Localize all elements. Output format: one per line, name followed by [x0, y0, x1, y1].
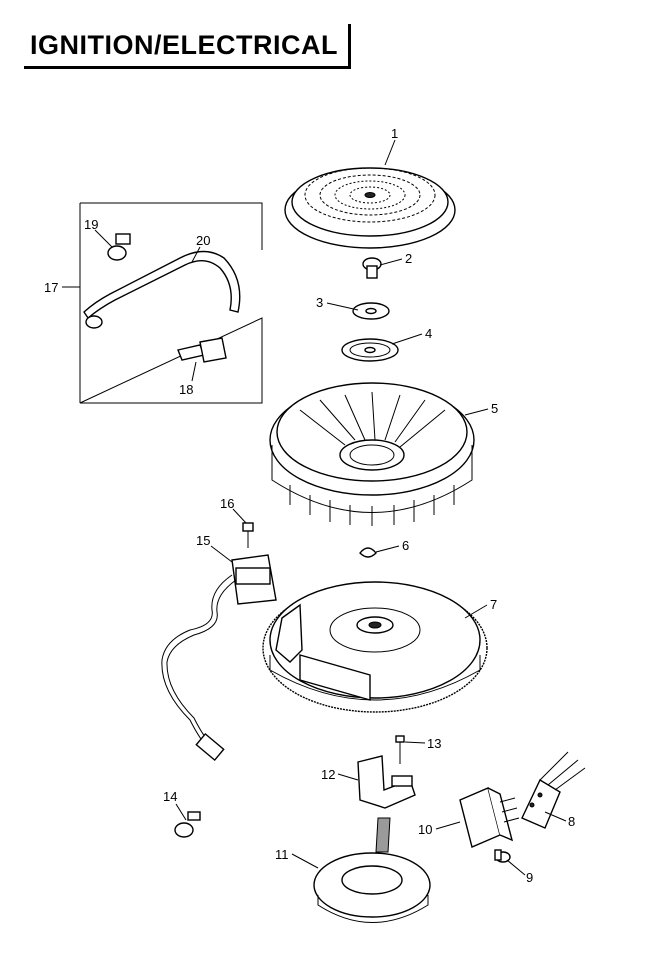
part-10-regulator	[459, 787, 520, 848]
callout-20: 20	[196, 233, 210, 248]
callout-19: 19	[84, 217, 98, 232]
part-11-stator	[313, 817, 431, 923]
part-9-bolt	[494, 849, 511, 863]
part-3-washer	[352, 302, 390, 320]
part-19-clamp	[107, 233, 131, 261]
part-20-hose	[83, 250, 241, 329]
part-12-bracket	[357, 755, 416, 809]
callout-1: 1	[391, 126, 398, 141]
page-title: IGNITION/ELECTRICAL	[30, 30, 338, 60]
callout-15: 15	[196, 533, 210, 548]
callout-9: 9	[526, 870, 533, 885]
part-7-flywheel	[262, 581, 488, 713]
callout-12: 12	[321, 767, 335, 782]
part-16-screw	[242, 522, 254, 548]
part-14-clip	[174, 811, 201, 838]
callout-13: 13	[427, 736, 441, 751]
callout-14: 14	[163, 789, 177, 804]
callout-5: 5	[491, 401, 498, 416]
part-13-bolt	[395, 735, 405, 764]
title-box: IGNITION/ELECTRICAL	[24, 24, 351, 69]
part-18-spark-plug	[177, 337, 227, 363]
callout-6: 6	[402, 538, 409, 553]
callout-2: 2	[405, 251, 412, 266]
part-17-kit-box	[79, 202, 263, 404]
callout-17: 17	[44, 280, 58, 295]
callout-7: 7	[490, 597, 497, 612]
callout-8: 8	[568, 814, 575, 829]
part-6-key	[359, 547, 377, 558]
callout-10: 10	[418, 822, 432, 837]
part-15-ignition-module	[161, 554, 277, 762]
part-8-connector	[521, 751, 586, 829]
callout-18: 18	[179, 382, 193, 397]
callout-3: 3	[316, 295, 323, 310]
callout-4: 4	[425, 326, 432, 341]
part-4-plate	[341, 338, 399, 362]
callout-labels: 1 2 3 4 5 6 7 8 9 10 11 12 13 14 15 16 1…	[44, 126, 575, 885]
callout-16: 16	[220, 496, 234, 511]
part-1-grille	[284, 167, 456, 249]
leader-lines	[62, 139, 567, 876]
part-2-screw	[362, 257, 382, 279]
part-5-fan	[269, 382, 475, 526]
callout-11: 11	[275, 847, 289, 862]
